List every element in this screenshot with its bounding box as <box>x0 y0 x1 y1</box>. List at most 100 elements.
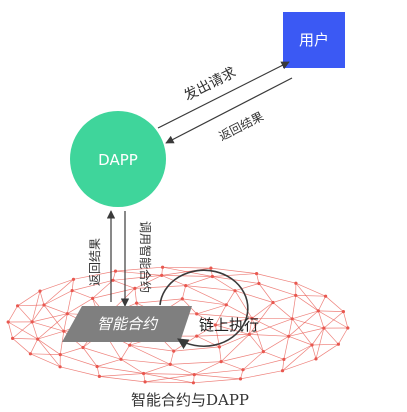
network-link <box>263 336 289 352</box>
network-link <box>37 330 64 340</box>
network-node <box>219 360 223 364</box>
network-node <box>111 278 115 282</box>
network-node <box>142 371 146 376</box>
network-link <box>295 295 326 297</box>
network-node <box>346 326 350 330</box>
network-link <box>99 376 146 383</box>
network-link <box>170 361 222 365</box>
network-link <box>173 346 220 352</box>
network-link <box>226 290 236 305</box>
network-link <box>120 359 144 374</box>
network-node <box>210 274 214 279</box>
network-link <box>212 276 236 291</box>
network-link <box>283 336 290 360</box>
network-link <box>288 318 293 337</box>
network-link <box>256 273 260 284</box>
network-link <box>196 313 216 326</box>
network-link <box>292 310 319 320</box>
network-node <box>192 373 196 377</box>
network-link <box>115 270 162 276</box>
network-link <box>7 305 18 323</box>
network-link <box>134 288 137 304</box>
network-link <box>31 321 39 340</box>
network-link <box>234 283 260 292</box>
network-link <box>215 304 227 326</box>
network-node <box>172 349 176 353</box>
network-link <box>240 370 283 380</box>
network-link <box>258 283 296 296</box>
network-link <box>249 318 293 335</box>
network-link <box>282 344 313 371</box>
network-link <box>43 304 65 332</box>
network-link <box>37 338 61 355</box>
network-node <box>241 368 245 372</box>
network-node <box>233 289 237 293</box>
network-link <box>12 338 38 340</box>
send-request-label: 发出请求 <box>182 65 239 105</box>
network-node <box>97 374 101 378</box>
user-node: 用户 <box>283 12 345 68</box>
network-link <box>242 351 264 370</box>
network-link <box>194 369 244 375</box>
network-link <box>212 276 259 284</box>
network-node <box>217 345 221 349</box>
network-node <box>224 303 228 307</box>
network-node <box>58 365 62 369</box>
network-link <box>37 338 61 368</box>
network-link <box>272 302 293 320</box>
network-node <box>290 317 294 321</box>
network-link <box>318 310 348 329</box>
network-link <box>66 290 73 314</box>
network-link <box>92 288 135 299</box>
network-link <box>31 304 45 323</box>
diagram-caption: 智能合约与DAPP <box>131 391 249 409</box>
network-link <box>43 290 73 306</box>
network-node <box>133 286 137 290</box>
network-node <box>282 357 286 361</box>
network-node <box>261 350 265 354</box>
return-result-top-label: 返回结果 <box>217 109 266 143</box>
network-link <box>8 321 38 340</box>
dapp-label: DAPP <box>98 151 138 169</box>
network-link <box>295 282 319 312</box>
network-link <box>249 334 289 337</box>
network-link <box>161 275 213 277</box>
network-link <box>72 279 114 291</box>
network-node <box>314 357 318 361</box>
network-link <box>115 266 163 272</box>
send-request-arrow <box>157 61 290 129</box>
network-link <box>248 318 253 335</box>
network-link <box>17 305 33 323</box>
network-link <box>258 283 274 303</box>
network-node <box>209 266 213 270</box>
network-node <box>294 293 298 297</box>
network-link <box>212 273 257 277</box>
network-link <box>315 328 325 359</box>
network-node <box>184 284 188 288</box>
network-node <box>11 336 15 340</box>
network-node <box>294 281 298 285</box>
chain-execute-loop-arrow <box>159 269 249 350</box>
network-link <box>325 295 344 312</box>
network-link <box>234 290 274 303</box>
network-link <box>251 302 274 319</box>
network-link <box>291 295 297 319</box>
network-node <box>128 343 132 347</box>
network-link <box>82 347 122 360</box>
network-link <box>291 318 313 346</box>
network-link <box>311 344 317 359</box>
network-link <box>292 318 324 329</box>
network-node <box>28 352 32 356</box>
network-link <box>120 358 171 365</box>
network-link <box>112 279 136 289</box>
network-link <box>71 290 93 299</box>
network-link <box>32 321 64 332</box>
network-link <box>59 331 65 355</box>
network-link <box>31 291 41 322</box>
network-link <box>234 290 253 319</box>
network-node <box>113 269 118 273</box>
network-link <box>39 278 74 292</box>
chain-execute-label: 链上执行 <box>199 316 259 334</box>
network-link <box>196 313 253 319</box>
